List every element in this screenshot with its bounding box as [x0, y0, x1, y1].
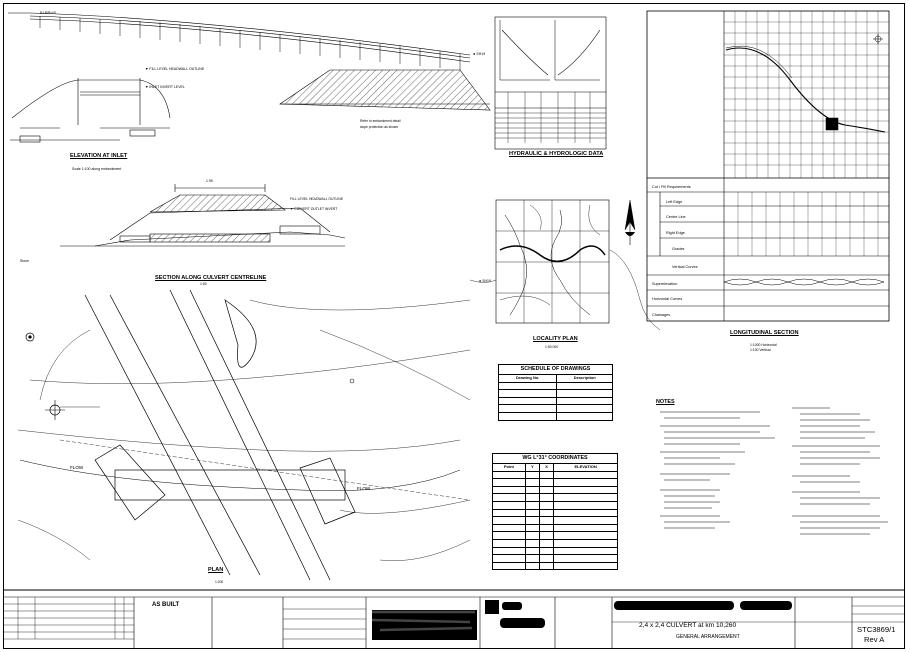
coordinates-header-x: X — [538, 463, 555, 472]
project-title: 2,4 x 2,4 CULVERT at km 10,260 — [639, 622, 737, 629]
svg-text:Vertical Curves: Vertical Curves — [672, 265, 698, 269]
svg-text:slope protection as shown: slope protection as shown — [360, 125, 398, 129]
svg-text:Superelevation: Superelevation — [652, 282, 677, 286]
table-row — [492, 523, 618, 533]
svg-text:◄ SH19: ◄ SH19 — [472, 52, 485, 56]
svg-text:Stone: Stone — [20, 259, 29, 263]
elevation-drawing — [8, 12, 491, 143]
longitudinal-section-grid — [646, 10, 890, 322]
table-row — [497, 381, 613, 391]
svg-text:1:100 Vertical: 1:100 Vertical — [750, 348, 771, 352]
schedule-table: SCHEDULE OF DRAWINGS Drawing No. Descrip… — [497, 364, 613, 421]
svg-text:Chainages: Chainages — [652, 313, 670, 317]
table-row — [497, 396, 613, 406]
svg-text:Cut / Fill Requirements: Cut / Fill Requirements — [652, 185, 691, 189]
svg-text:Right Edge: Right Edge — [666, 231, 685, 235]
table-row — [492, 493, 618, 502]
coordinates-header-elevation: ELEVATION — [553, 463, 618, 472]
svg-text:FILL LEVEL HEADWALL OUTLINE: FILL LEVEL HEADWALL OUTLINE — [290, 197, 344, 201]
table-row — [492, 561, 618, 571]
svg-text:▼ FILL LEVEL HEADWALL OUTLINE: ▼ FILL LEVEL HEADWALL OUTLINE — [145, 67, 205, 71]
target-icon — [25, 332, 35, 342]
schedule-header-drawing-no: Drawing No. — [497, 374, 558, 383]
coordinates-header-point: Point — [492, 463, 526, 472]
svg-text:Scale 1:100 along embankment: Scale 1:100 along embankment — [72, 167, 121, 171]
hydraulic-data-graphic — [494, 16, 607, 150]
section-title: SECTION ALONG CULVERT CENTRELINE — [155, 275, 267, 281]
svg-text:Horizontal Curves: Horizontal Curves — [652, 297, 682, 301]
svg-text:1:50: 1:50 — [200, 282, 207, 286]
flow-label-right: FLOW — [357, 486, 371, 491]
hydraulic-title: HYDRAULIC & HYDROLOGIC DATA — [509, 151, 604, 157]
table-row — [492, 470, 618, 480]
table-row — [492, 531, 618, 540]
table-row — [492, 516, 618, 525]
coordinates-title: WG L°31° COORDINATES — [492, 453, 618, 464]
locality-map — [469, 199, 661, 331]
section-drawing — [60, 184, 346, 247]
north-arrow-icon — [624, 199, 636, 245]
table-row — [497, 389, 613, 398]
plan-drawing — [17, 289, 471, 581]
longitudinal-title: LONGITUDINAL SECTION — [730, 330, 799, 336]
table-row — [492, 508, 618, 518]
notes-title: NOTES — [656, 399, 675, 405]
svg-text:◄ SH19: ◄ SH19 — [478, 279, 491, 283]
title-block-grid — [3, 596, 905, 648]
table-row — [497, 411, 613, 421]
table-row — [492, 478, 618, 487]
svg-text:1:200: 1:200 — [215, 580, 223, 584]
schedule-header-description: Description — [556, 374, 613, 383]
table-row — [492, 500, 618, 510]
drawing-number: STC3869/1 — [857, 625, 896, 634]
svg-text:Refer to embankment detail: Refer to embankment detail — [360, 119, 401, 123]
svg-text:Grades: Grades — [672, 247, 685, 251]
table-row — [492, 554, 618, 563]
elevation-title: ELEVATION AT INLET — [70, 153, 128, 159]
coordinates-table: WG L°31° COORDINATES Point Y X ELEVATION — [492, 453, 618, 571]
north-arrow-icon — [873, 34, 883, 44]
table-row — [492, 485, 618, 495]
svg-text:1.95: 1.95 — [206, 179, 213, 183]
svg-text:▼ CULVERT OUTLET INVERT: ▼ CULVERT OUTLET INVERT — [290, 207, 337, 211]
table-row — [497, 404, 613, 413]
svg-text:ELBRUS: ELBRUS — [40, 10, 56, 15]
notes-text-lines — [660, 407, 888, 535]
revision-label: Rev A — [864, 635, 885, 644]
plan-title: PLAN — [208, 567, 224, 573]
svg-text:Centre Line: Centre Line — [666, 215, 686, 219]
as-built-status: AS BUILT — [152, 602, 180, 608]
svg-text:▼ INLET INVERT LEVEL: ▼ INLET INVERT LEVEL — [145, 85, 185, 89]
locality-title: LOCALITY PLAN — [533, 336, 578, 342]
redacted-logo — [372, 610, 477, 640]
drawing-subtitle: GENERAL ARRANGEMENT — [676, 634, 740, 640]
coordinates-header-y: Y — [524, 463, 540, 472]
flow-label-left: FLOW — [70, 465, 84, 470]
svg-text:1:1000 Horizontal: 1:1000 Horizontal — [750, 343, 777, 347]
svg-text:1:50 000: 1:50 000 — [545, 345, 558, 349]
table-row — [492, 546, 618, 556]
svg-text:Left Edge: Left Edge — [666, 200, 682, 204]
table-row — [492, 538, 618, 548]
schedule-title: SCHEDULE OF DRAWINGS — [498, 364, 613, 375]
